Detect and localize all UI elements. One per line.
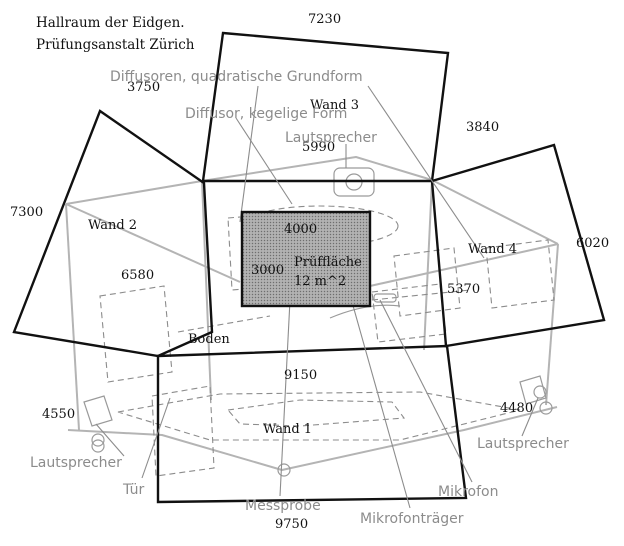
floor-inner-outline [226,399,406,427]
diffuser-square-lower [371,283,447,343]
label-wand-2: Wand 2 [88,218,137,233]
dim-top-width: 7230 [308,12,341,27]
room-back-vertical-left [201,180,212,401]
floor-dashed-line-left [177,315,271,333]
dim-right-height: 6020 [576,236,609,251]
callout-tuer: Tür [122,482,145,498]
room-back-vertical-right [423,179,433,351]
label-wand-4: Wand 4 [468,242,517,257]
room-wall2-top [65,203,241,283]
room-left-vertical [65,203,80,431]
room-top-edge [65,156,559,245]
callout-messprobe: Messprobe [245,498,321,514]
dim-wall4-width: 5370 [447,282,480,297]
callout-mikrofon: Mikrofon [438,484,498,500]
floor-dashed-line-right [371,289,471,301]
callout-diffusoren: Diffusoren, quadratische Grundform [110,69,363,85]
test-surface [240,210,372,308]
dim-left-low: 4550 [42,407,75,422]
speaker-right [519,375,547,405]
dim-wall2-width: 6580 [121,268,154,283]
label-boden: Boden [188,332,230,347]
wall-1-outline [156,344,468,504]
sample-label-line-1: Prüffläche [294,255,362,270]
unfolded-walls [12,31,606,504]
callout-lautsprecher-left: Lautsprecher [30,455,122,471]
speaker-left [83,395,113,447]
floor-wheel-right [539,401,553,415]
sample-label-line-2: 12 m^2 [294,274,346,289]
dim-sample-depth: 3000 [251,263,284,278]
dim-right-low: 4480 [500,401,533,416]
diffuser-square-left [99,285,173,383]
room-box [65,156,559,471]
dim-right-upper: 3840 [466,120,499,135]
room-wall4-top [369,243,559,287]
diffuser-square-far-right [485,239,555,309]
callout-lautsprecher-right: Lautsprecher [477,436,569,452]
floor-wheel-bottom [277,463,291,477]
wall-2-outline [12,109,214,358]
leader-lines [95,85,539,509]
dim-sample-width: 4000 [284,222,317,237]
dim-left-upper: 3750 [127,80,160,95]
door-outline [151,385,215,477]
callout-lautsprecher-top: Lautsprecher [285,130,377,146]
dim-bottom-width: 9750 [275,517,308,532]
dim-floor-depth: 9150 [284,368,317,383]
diffuser-square-right [393,247,461,317]
dim-left-height: 7300 [10,205,43,220]
title-line-1: Hallraum der Eidgen. [36,15,185,31]
wall-4-outline [430,143,606,348]
callout-mikrofontraeger: Mikrofonträger [360,511,464,527]
floor-dashed-outline [117,391,521,441]
label-wand-1: Wand 1 [263,422,312,437]
room-floor-edge [67,406,558,471]
floor-wheel-left [91,439,105,453]
dim-wall3-height: 5990 [302,140,335,155]
callout-diffusor-kegelig: Diffusor, kegelige Form [185,106,347,122]
room-right-vertical [545,243,559,406]
label-wand-3: Wand 3 [310,98,359,113]
title-line-2: Prüfungsanstalt Zürich [36,37,195,53]
